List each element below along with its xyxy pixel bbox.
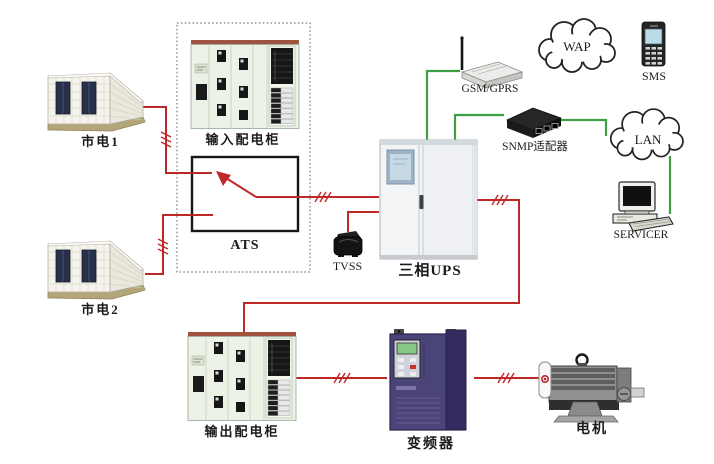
utility-building-2-illustration	[47, 240, 146, 300]
ats-switch-box	[190, 155, 300, 233]
utility-building-1-illustration	[47, 72, 146, 132]
tvss-illustration	[333, 231, 363, 257]
hash-utility1	[160, 131, 172, 148]
snmp-adapter-illustration	[505, 107, 563, 138]
hash-ats-ups	[314, 191, 332, 203]
label-snmp: SNMP适配器	[502, 141, 568, 153]
gsm-modem-illustration	[460, 36, 524, 89]
hash-utility2	[157, 238, 169, 255]
label-motor: 电机	[576, 422, 608, 437]
label-ats: ATS	[230, 238, 260, 253]
hash-vfd-motor	[497, 372, 515, 384]
label-output-cabinet: 输出配电柜	[204, 424, 280, 439]
power-wires	[143, 106, 543, 384]
wire-snmp-to-lan	[560, 118, 608, 136]
wire-utility2-to-ats	[145, 214, 213, 275]
comm-wires	[425, 69, 672, 214]
label-utility-2: 市电2	[81, 302, 120, 317]
label-input-cabinet: 输入配电柜	[205, 132, 281, 147]
ats-arrowhead-icon	[216, 171, 231, 186]
output-cabinet-illustration	[187, 331, 297, 421]
wire-ups-to-gsm	[425, 69, 460, 140]
label-sms: SMS	[641, 69, 667, 83]
ups-illustration	[379, 139, 478, 260]
label-wap: WAP	[563, 39, 591, 54]
input-cabinet-illustration	[190, 39, 300, 129]
sms-phone-illustration	[641, 21, 666, 67]
wire-ups-to-snmp	[453, 113, 504, 140]
server-computer-illustration	[612, 181, 674, 232]
label-utility-1: 市电1	[81, 134, 120, 149]
wire-tvss-to-ups	[347, 211, 379, 232]
label-lan: LAN	[634, 132, 662, 147]
label-vfd: 变频器	[407, 437, 455, 452]
label-ups: 三相UPS	[398, 263, 462, 279]
hash-out-vfd	[333, 372, 351, 384]
vfd-illustration	[389, 329, 467, 431]
input-section-dotted-box	[176, 22, 311, 273]
label-server: SERVICER	[613, 229, 669, 241]
label-gsm: GSM/GPRS	[461, 83, 519, 95]
label-tvss: TVSS	[332, 259, 363, 273]
ats-switch-blade	[225, 177, 257, 198]
hash-ups-out	[491, 194, 509, 206]
motor-illustration	[538, 353, 645, 423]
